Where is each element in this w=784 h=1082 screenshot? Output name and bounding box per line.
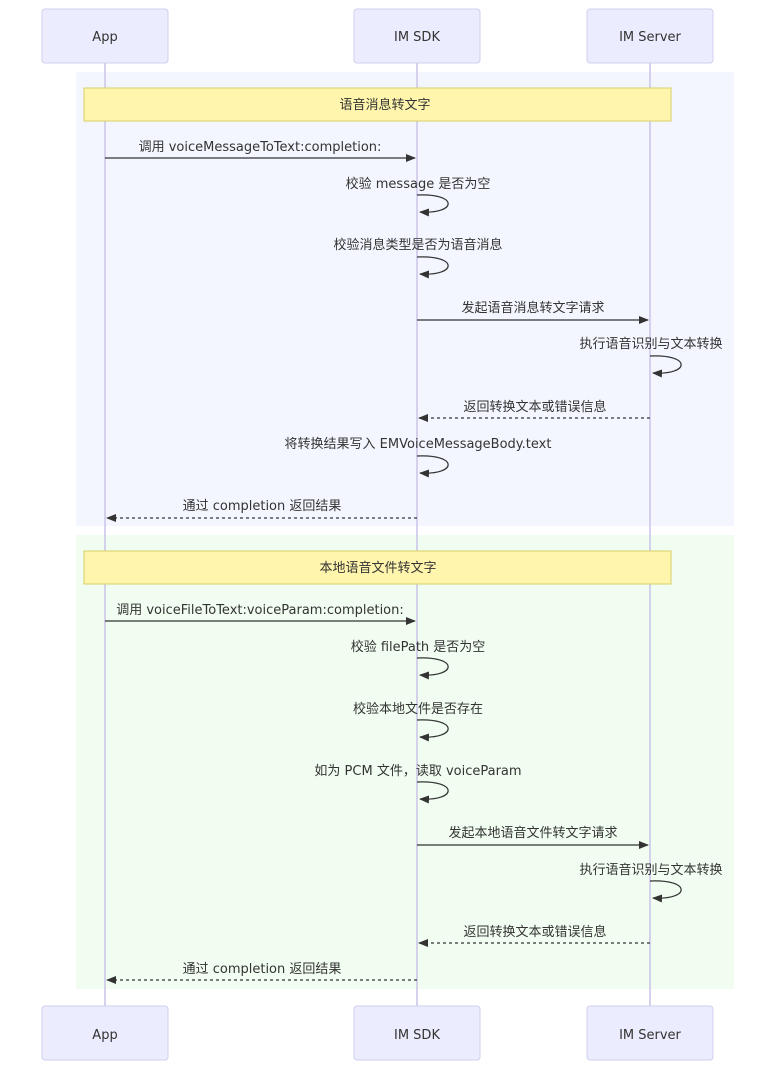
message-label: 校验消息类型是否为语音消息 (333, 237, 502, 253)
actor-label: IM Server (619, 30, 681, 45)
section-background-2 (76, 535, 734, 989)
message-call: 发起本地语音文件转文字请求 (417, 825, 649, 849)
message-label: 返回转换文本或错误信息 (463, 399, 606, 415)
actor-im-sdk-bottom: IM SDK (353, 1005, 481, 1061)
section-background-1 (76, 72, 734, 526)
message-call: 调用 voiceFileToText:voiceParam:completion… (105, 603, 416, 625)
actor-im-server-bottom: IM Server (586, 1005, 714, 1061)
message-return: 通过 completion 返回结果 (106, 499, 417, 522)
message-label: 发起本地语音文件转文字请求 (448, 825, 617, 841)
message-return: 返回转换文本或错误信息 (418, 924, 650, 947)
message-self: 校验本地文件是否存在 (353, 701, 483, 742)
actor-im-server-top: IM Server (586, 8, 714, 64)
section-title: 语音消息转文字 (339, 97, 430, 113)
message-label: 校验 filePath 是否为空 (351, 639, 486, 655)
message-label: 校验 message 是否为空 (346, 176, 491, 192)
message-label: 执行语音识别与文本转换 (579, 336, 722, 352)
actor-label: App (92, 30, 117, 45)
message-label: 调用 voiceFileToText:voiceParam:completion… (116, 603, 404, 618)
message-self: 校验 filePath 是否为空 (351, 639, 486, 680)
actor-label: IM Server (619, 1028, 681, 1043)
actor-app-top: App (41, 8, 169, 64)
message-self: 执行语音识别与文本转换 (579, 862, 723, 903)
message-label: 返回转换文本或错误信息 (463, 924, 606, 940)
section-title: 本地语音文件转文字 (319, 560, 436, 576)
message-label: 执行语音识别与文本转换 (579, 862, 722, 878)
section-note-1: 语音消息转文字 (83, 87, 672, 122)
message-label: 校验本地文件是否存在 (353, 701, 483, 717)
message-label: 调用 voiceMessageToText:completion: (139, 140, 382, 155)
message-call: 发起语音消息转文字请求 (417, 300, 649, 324)
message-self: 如为 PCM 文件，读取 voiceParam (314, 763, 522, 804)
actor-label: IM SDK (394, 30, 440, 45)
actor-im-sdk-top: IM SDK (353, 8, 481, 64)
actor-label: IM SDK (394, 1028, 440, 1043)
actor-label: App (92, 1028, 117, 1043)
message-label: 通过 completion 返回结果 (183, 499, 342, 514)
message-self: 将转换结果写入 EMVoiceMessageBody.text (285, 437, 552, 478)
message-return: 通过 completion 返回结果 (106, 962, 417, 984)
message-self: 校验 message 是否为空 (346, 176, 491, 217)
message-label: 将转换结果写入 EMVoiceMessageBody.text (285, 437, 552, 452)
actor-app-bottom: App (41, 1005, 169, 1061)
message-call: 调用 voiceMessageToText:completion: (105, 140, 416, 162)
message-self: 执行语音识别与文本转换 (579, 336, 723, 378)
message-label: 发起语音消息转文字请求 (461, 300, 604, 316)
message-self: 校验消息类型是否为语音消息 (333, 237, 503, 279)
message-label: 通过 completion 返回结果 (183, 962, 342, 977)
message-return: 返回转换文本或错误信息 (418, 399, 650, 422)
message-label: 如为 PCM 文件，读取 voiceParam (314, 763, 521, 779)
section-note-2: 本地语音文件转文字 (83, 550, 672, 585)
